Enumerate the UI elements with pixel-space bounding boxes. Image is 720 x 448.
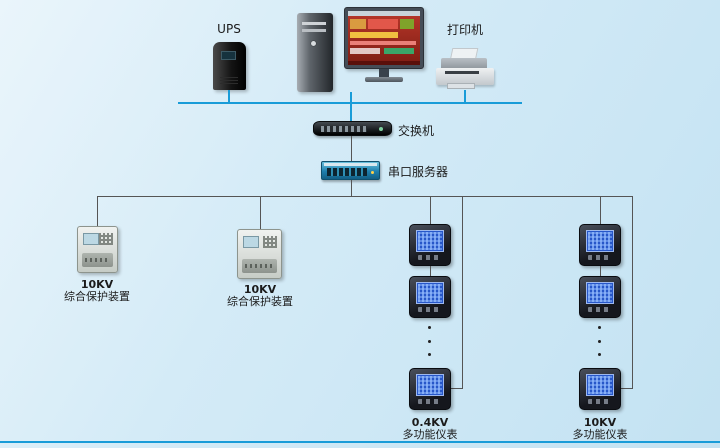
meter-buttons xyxy=(588,307,612,312)
ups-device xyxy=(213,42,246,90)
meter-buttons xyxy=(588,255,612,260)
pc-drive-bay xyxy=(302,22,326,25)
more-devices-dots xyxy=(428,326,432,356)
switch-ports xyxy=(321,126,367,132)
protection-screen xyxy=(83,233,99,245)
screen-content-block xyxy=(368,19,398,29)
serial-server-led xyxy=(371,171,374,174)
meter-col-b-side-stub xyxy=(621,388,633,389)
meter-buttons xyxy=(418,307,442,312)
meter-col-a-kv-label: 0.4KV xyxy=(411,416,449,429)
protection-device-b xyxy=(237,229,282,279)
screen-content-block xyxy=(350,41,416,45)
meter-col-b-drop-line xyxy=(600,196,601,224)
screen-content-block xyxy=(350,48,380,54)
protection-b-kv-label: 10KV xyxy=(243,283,277,296)
screen-content-block xyxy=(348,11,420,16)
switch-device xyxy=(313,121,392,136)
monitor-stand xyxy=(379,69,389,77)
ups-drop-line xyxy=(228,90,230,103)
meter-connector-line xyxy=(430,266,431,276)
pc-power-button xyxy=(311,41,316,46)
meter-screen xyxy=(416,230,444,252)
screen-content-block xyxy=(400,19,414,29)
meter-buttons xyxy=(588,399,612,404)
ups-screen xyxy=(221,51,236,60)
switch-to-server-line xyxy=(351,136,352,161)
serial-server-top xyxy=(324,163,377,166)
protection-device-a xyxy=(77,226,118,273)
protection-b-name-label: 综合保护装置 xyxy=(227,295,293,308)
switch-led xyxy=(379,127,383,131)
meter-col-a-side-stub xyxy=(451,388,463,389)
serial-server-device xyxy=(321,161,380,180)
printer-top xyxy=(441,58,487,70)
monitor-screen xyxy=(348,11,420,65)
network-bus-line xyxy=(178,102,522,104)
multifunction-meter xyxy=(579,368,621,410)
server-to-bus-line xyxy=(351,180,352,196)
meter-col-b-kv-label: 10KV xyxy=(583,416,617,429)
protection-a-drop-line xyxy=(97,196,98,226)
printer-drop-line xyxy=(464,90,466,103)
protection-screen xyxy=(243,236,259,248)
multifunction-meter xyxy=(409,368,451,410)
distribution-bus-line xyxy=(97,196,633,197)
meter-col-b-side-line xyxy=(632,196,633,389)
meter-screen xyxy=(416,282,444,304)
switch-drop-line xyxy=(350,104,352,121)
printer-tray xyxy=(447,83,475,89)
computer-drop-line xyxy=(350,92,352,103)
meter-col-a-side-line xyxy=(462,196,463,389)
protection-terminal-block xyxy=(82,253,113,267)
multifunction-meter xyxy=(579,276,621,318)
more-devices-dots xyxy=(598,326,602,356)
meter-screen xyxy=(586,374,614,396)
meter-screen xyxy=(416,374,444,396)
meter-connector-line xyxy=(600,266,601,276)
screen-content-block xyxy=(384,48,414,54)
multifunction-meter xyxy=(579,224,621,266)
screen-content-block xyxy=(350,19,366,29)
meter-buttons xyxy=(418,399,442,404)
screen-content-block xyxy=(350,32,398,38)
protection-a-kv-label: 10KV xyxy=(80,278,114,291)
meter-buttons xyxy=(418,255,442,260)
printer-device xyxy=(436,48,494,90)
meter-col-b-name-label: 多功能仪表 xyxy=(572,428,628,441)
ups-label: UPS xyxy=(217,22,241,36)
meter-col-a-drop-line xyxy=(430,196,431,224)
printer-output-slot xyxy=(445,71,479,74)
protection-b-drop-line xyxy=(260,196,261,229)
protection-a-name-label: 综合保护装置 xyxy=(64,290,130,303)
switch-label: 交换机 xyxy=(398,124,435,138)
multifunction-meter xyxy=(409,224,451,266)
meter-col-a-name-label: 多功能仪表 xyxy=(402,428,458,441)
pc-tower xyxy=(297,13,333,92)
monitor xyxy=(344,7,424,69)
screen-content-block xyxy=(348,61,420,65)
pc-drive-bay xyxy=(302,29,326,32)
ups-vents xyxy=(220,76,238,84)
protection-buttons xyxy=(263,236,277,248)
meter-screen xyxy=(586,230,614,252)
protection-terminal-block xyxy=(242,259,277,273)
monitor-base xyxy=(365,77,403,82)
protection-buttons xyxy=(99,233,113,245)
multifunction-meter xyxy=(409,276,451,318)
serial-server-label: 串口服务器 xyxy=(388,165,449,179)
bottom-border-line xyxy=(0,441,720,443)
meter-screen xyxy=(586,282,614,304)
printer-label: 打印机 xyxy=(446,23,483,37)
serial-server-ports xyxy=(327,168,367,176)
